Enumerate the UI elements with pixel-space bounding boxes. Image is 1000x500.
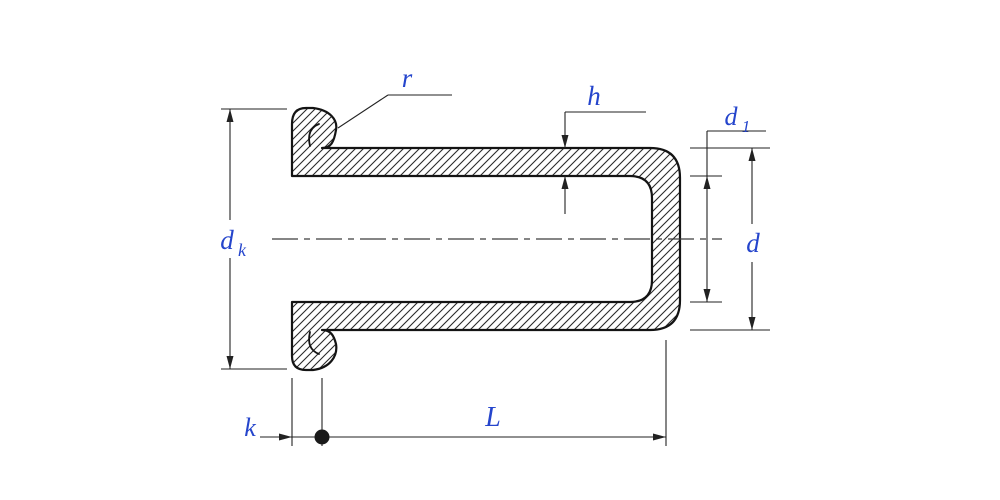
label-dk: d <box>220 225 234 255</box>
label-h: h <box>587 81 601 111</box>
head-curl-detail-bottom <box>308 331 320 355</box>
arrowhead-L-right <box>653 433 666 441</box>
label-L: L <box>484 402 501 433</box>
arrowhead-d-bottom <box>748 317 756 330</box>
arrowhead-h-top <box>561 135 569 148</box>
label-k: k <box>244 413 256 442</box>
rivet-body-section <box>290 106 682 372</box>
label-r: r <box>402 63 413 93</box>
arrowhead-d-top <box>748 148 756 161</box>
label-d: d <box>746 228 760 258</box>
head-curl-detail-top <box>308 123 320 147</box>
label-dk-subscript: k <box>238 240 247 260</box>
label-d1: d <box>725 102 739 131</box>
arrowhead-dk-top <box>226 109 234 122</box>
arrowhead-h-bottom <box>561 176 569 189</box>
label-d1-subscript: 1 <box>742 117 751 136</box>
leader-line-r <box>337 94 389 129</box>
arrowhead-dk-bottom <box>226 356 234 369</box>
arrowhead-d1-bottom <box>703 289 711 302</box>
arrowhead-k <box>279 433 292 441</box>
arrowhead-d1-top <box>703 176 711 189</box>
dimension-origin-dot <box>314 429 330 445</box>
